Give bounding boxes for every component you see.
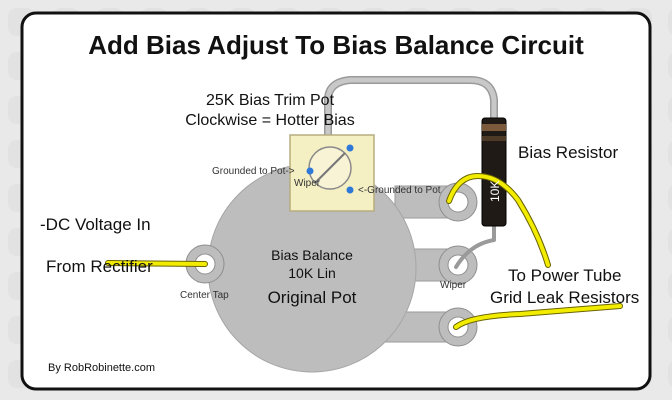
from-rectifier-label: From Rectifier [46, 257, 153, 276]
power-tube-label: To Power Tube [508, 266, 622, 285]
bias-resistor-body [481, 117, 507, 227]
wire-trim-to-resistor [325, 77, 497, 151]
resistor-band-1 [482, 124, 506, 131]
grounded-left-label: Grounded to Pot-> [212, 166, 295, 177]
grounded-right-label: <-Grounded to Pot [358, 185, 441, 196]
trim-pot-label-line2: Clockwise = Hotter Bias [185, 112, 355, 129]
main-wiper-label: Wiper [440, 280, 467, 291]
resistor-band-2 [482, 136, 506, 141]
main-pot-value: 10K Lin [288, 265, 336, 281]
center-tap-label: Center Tap [180, 290, 229, 301]
yellow-wires [105, 172, 623, 330]
trim-pot-right-contact [346, 186, 354, 194]
trim-pot-label-line1: 25K Bias Trim Pot [205, 92, 335, 109]
resistor-value-label: 10K [488, 181, 502, 202]
trim-wiper-label: Wiper [294, 178, 321, 189]
credit-label: By RobRobinette.com [48, 362, 155, 374]
dc-voltage-label: -DC Voltage In [40, 215, 151, 234]
bias-resistor-label: Bias Resistor [518, 143, 619, 162]
main-pot-name: Bias Balance [271, 247, 353, 263]
trim-pot-left-contact [306, 167, 314, 175]
page-title: Add Bias Adjust To Bias Balance Circuit [88, 30, 584, 60]
trim-pot-wiper-contact [346, 144, 354, 152]
trim-pot-slot [314, 152, 346, 184]
grid-leak-label: Grid Leak Resistors [490, 288, 640, 307]
original-pot-label: Original Pot [267, 288, 357, 307]
